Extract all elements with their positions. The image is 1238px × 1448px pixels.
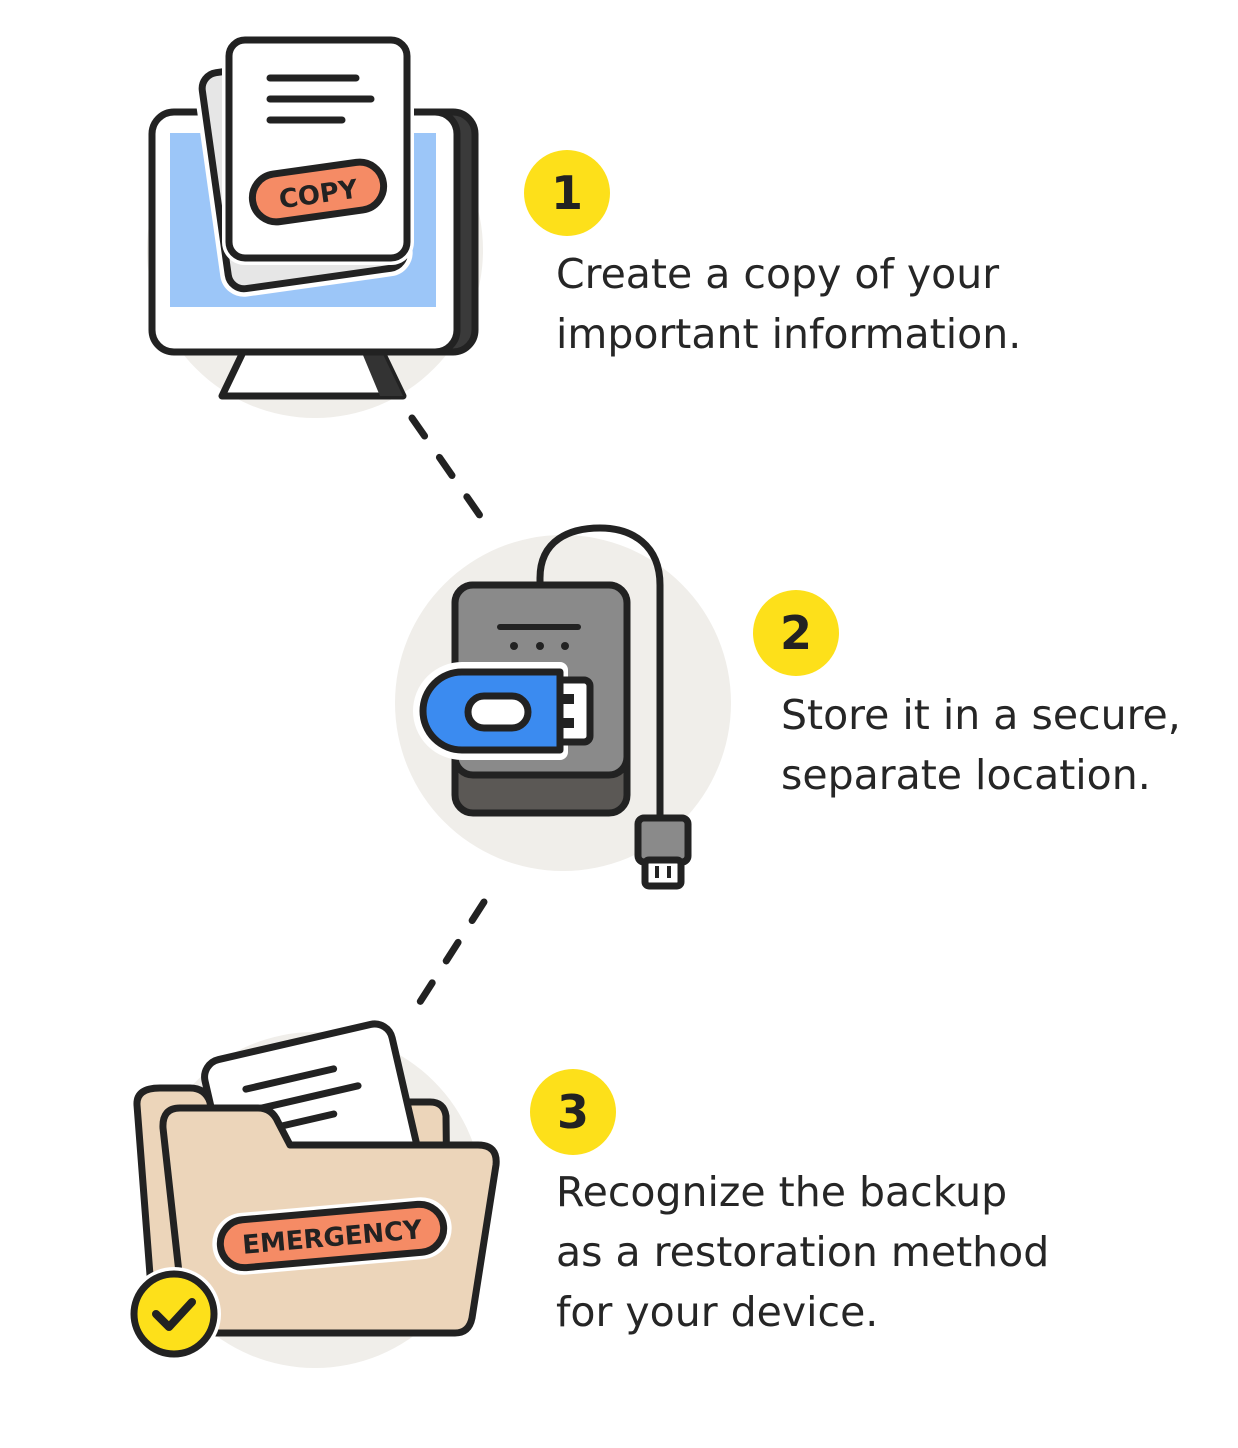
copy-document-icon: COPY (194, 33, 414, 297)
step-1-line-1: Create a copy of your (556, 250, 1000, 298)
step-2-line-2: separate location. (781, 751, 1151, 799)
step-3-line-1: Recognize the backup (556, 1168, 1008, 1216)
step-3-description: Recognize the backup as a restoration me… (556, 1162, 1049, 1342)
usb-stick-icon (413, 662, 594, 760)
step-2-description: Store it in a secure, separate location. (781, 685, 1181, 805)
step-3-number-badge: 3 (530, 1069, 616, 1155)
step-1-number-badge: 1 (524, 150, 610, 236)
folder-icon: EMERGENCY (127, 1020, 500, 1361)
step-2-number-badge: 2 (753, 590, 839, 676)
step-1-description: Create a copy of your important informat… (556, 244, 1021, 364)
copy-label (248, 158, 388, 226)
connector-dashed-line-1 (408, 414, 494, 534)
emergency-label (216, 1200, 448, 1272)
step-2-line-1: Store it in a secure, (781, 691, 1181, 739)
connector-dashed-line-2 (414, 898, 488, 1009)
step-3-line-3: for your device. (556, 1288, 879, 1336)
step-3-line-2: as a restoration method (556, 1228, 1050, 1276)
step-1-line-2: important information. (556, 310, 1022, 358)
